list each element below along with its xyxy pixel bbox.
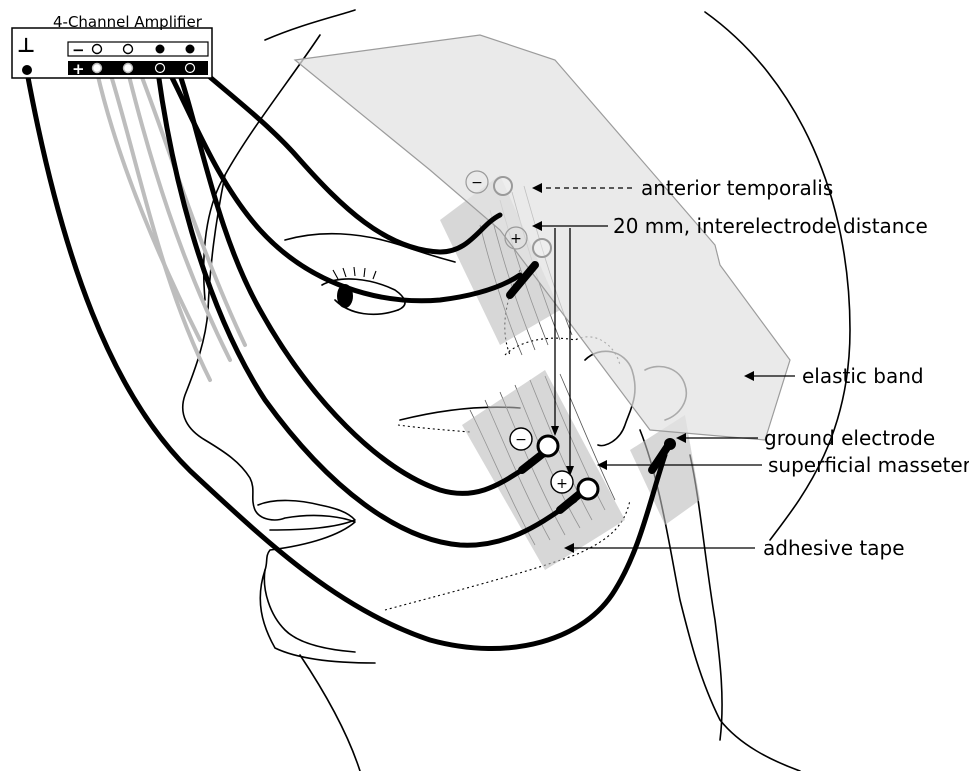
amplifier-plus-sign: + <box>72 60 85 78</box>
temporalis-electrode-1 <box>494 177 512 195</box>
ground-symbol: ⊥ <box>17 33 35 57</box>
temporalis-plus-sign: + <box>510 231 522 247</box>
neck-front <box>300 655 360 771</box>
label-superficial-masseter: superficial masseter <box>768 453 969 477</box>
masseter-minus-sign: − <box>515 432 527 448</box>
label-ground-electrode: ground electrode <box>764 426 935 450</box>
ground-electrode <box>664 438 676 450</box>
temporalis-electrode-2 <box>533 239 551 257</box>
label-interelectrode-distance: 20 mm, interelectrode distance <box>613 214 928 238</box>
eyebrow <box>285 234 455 262</box>
superficial-masseter-arrow <box>597 460 607 470</box>
masseter-electrode-2 <box>578 479 598 499</box>
label-adhesive-tape: adhesive tape <box>763 536 905 560</box>
masseter-electrode-1 <box>538 436 558 456</box>
face-profile <box>183 175 355 652</box>
temporalis-minus-sign: − <box>471 175 483 191</box>
masseter-plus-sign: + <box>556 476 568 492</box>
tape-masseter <box>462 370 625 570</box>
ground-terminal <box>22 65 32 75</box>
hairline <box>204 35 320 300</box>
amplifier-title: 4-Channel Amplifier <box>53 13 203 31</box>
amplifier-box: 4-Channel Amplifier ⊥ − + <box>12 13 212 78</box>
label-elastic-band: elastic band <box>802 364 924 388</box>
jaw-line <box>260 570 375 663</box>
cheek-dotted-line <box>398 425 470 432</box>
label-anterior-temporalis: anterior temporalis <box>641 176 833 200</box>
amplifier-minus-sign: − <box>72 41 85 59</box>
